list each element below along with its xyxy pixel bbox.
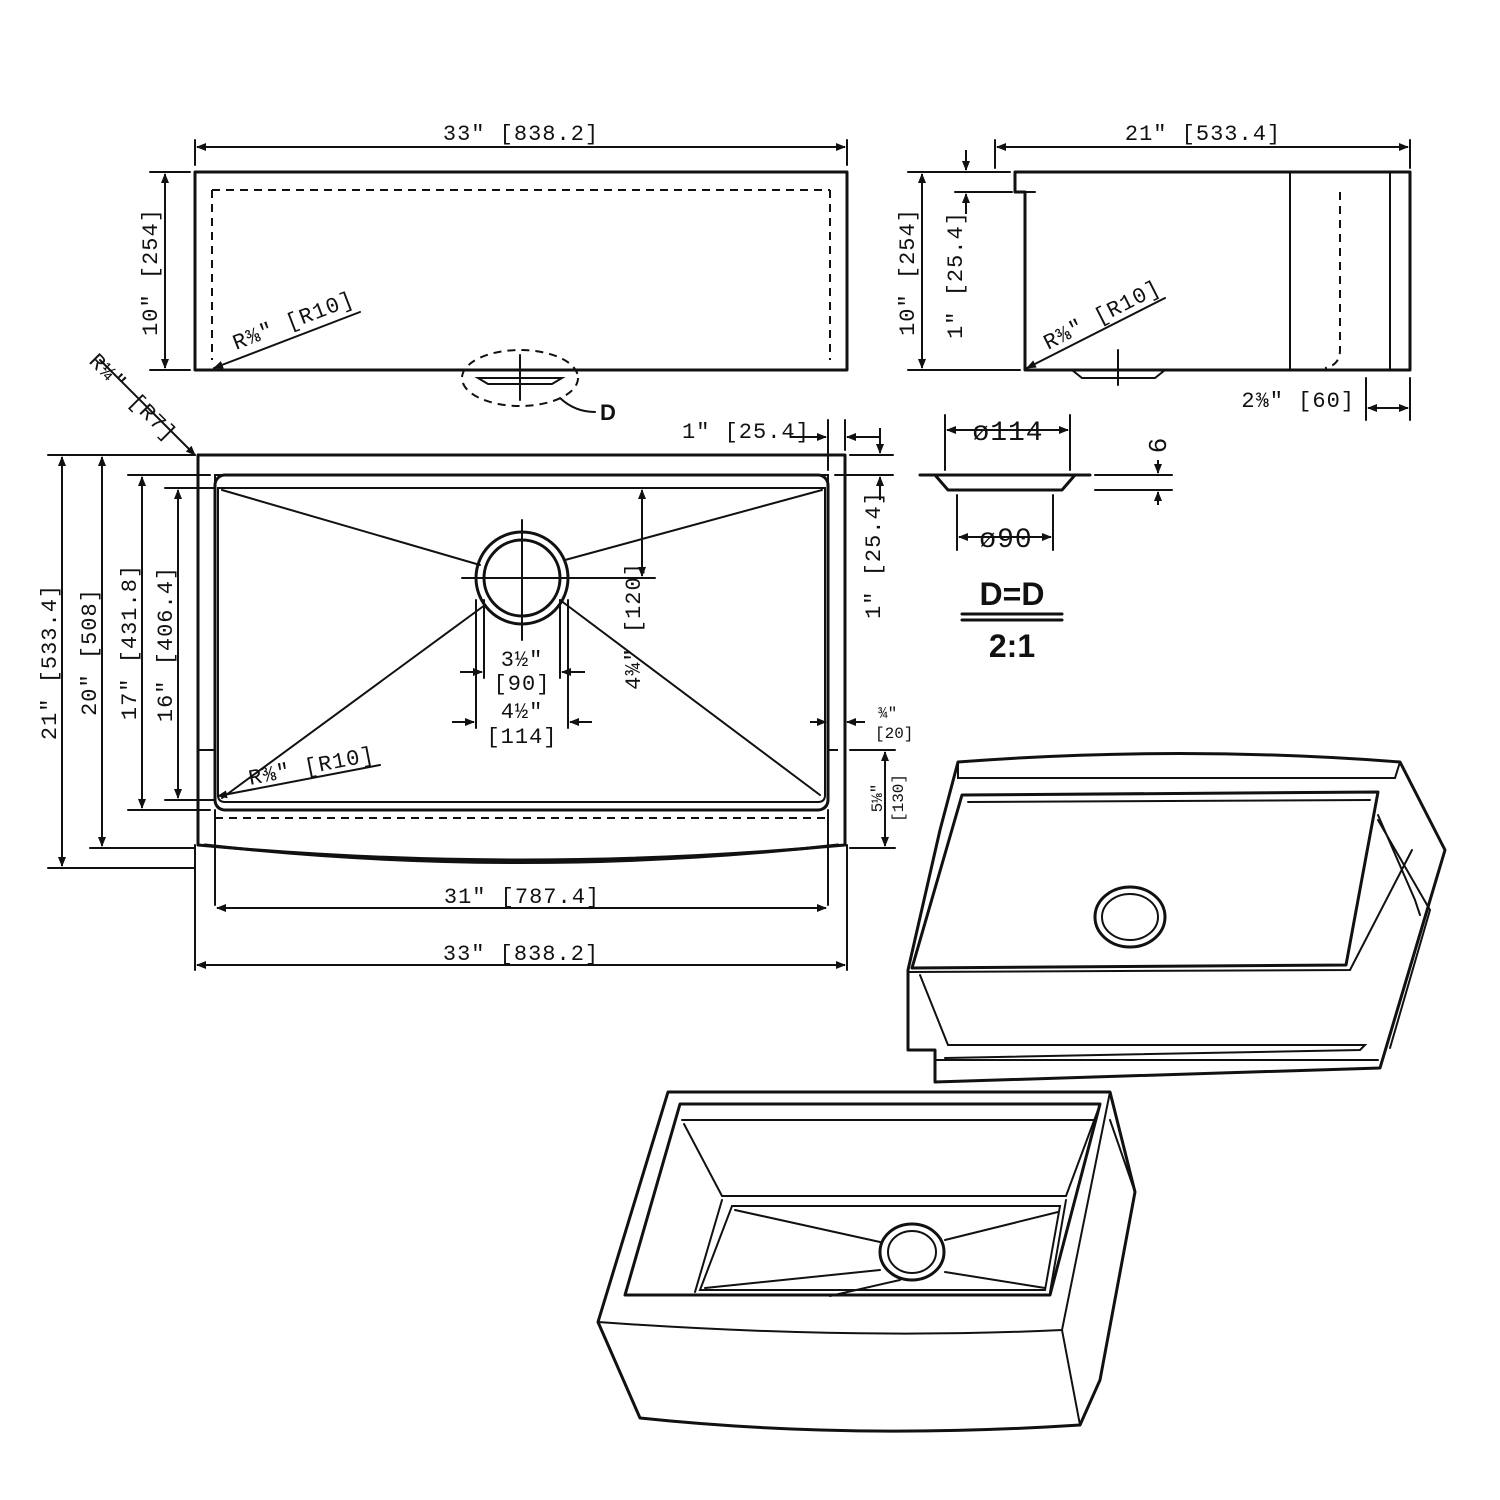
top-apron-label: 5⅛″	[869, 784, 887, 813]
front-width-label: 33″ [838.2]	[443, 122, 599, 147]
front-drain-profile	[474, 377, 566, 385]
iso-top-outline	[906, 752, 1447, 1084]
front-height-label: 10″ [254]	[139, 208, 164, 336]
section-d-ellipse	[461, 349, 579, 407]
side-apron-label: 2⅜″ [60]	[1241, 389, 1355, 414]
section-title: D=D	[980, 576, 1045, 612]
iso-top-drain-outer	[1093, 885, 1167, 949]
side-view: 21″ [533.4] 10″ [254] 1″ [25.4] R⅜″ [R10…	[896, 122, 1412, 421]
iso-top-drain-inner	[1101, 893, 1159, 941]
top-view: R¼″ [R7] 1″ [25.4] 1″ [25.4] 21″ [533.4]…	[38, 349, 913, 971]
iso-bottom-rim	[623, 1102, 1102, 1297]
top-drain-outer-label: 4½″	[501, 700, 544, 725]
top-drain-outer-mm: [114]	[486, 725, 557, 750]
side-view-outline	[1013, 170, 1412, 372]
top-depth-16-label: 16″ [406.4]	[154, 566, 179, 722]
top-depth-total-label: 21″ [533.4]	[38, 584, 63, 740]
front-view: D 33″ [838.2] 10″ [254] R⅜″ [R10]	[139, 122, 849, 425]
top-drain-inner-mm: [90]	[494, 672, 551, 697]
top-side-rim-label: 1″ [25.4]	[862, 491, 887, 619]
top-drain-offset-label: 4¾″ [120]	[622, 562, 647, 690]
isometric-view-top	[906, 752, 1447, 1084]
section-marker: D	[600, 400, 616, 425]
top-inner-width-label: 31″ [787.4]	[444, 885, 600, 910]
top-corner-radius-label: R¼″ [R7]	[83, 349, 181, 447]
drain-outer-diameter-label: ø114	[972, 418, 1043, 449]
front-view-outline	[193, 170, 849, 372]
top-depth-17-label: 17″ [431.8]	[118, 564, 143, 720]
iso-bottom-bowl	[698, 1205, 1062, 1291]
top-ledge-mm: [20]	[875, 725, 913, 743]
top-bowl-radius-label: R⅜″ [R10]	[247, 743, 377, 792]
front-radius-label: R⅜″ [R10]	[230, 287, 358, 356]
side-drain-profile	[1069, 369, 1168, 379]
side-depth-label: 21″ [533.4]	[1125, 122, 1281, 147]
side-height-label: 10″ [254]	[896, 208, 921, 336]
top-view-ledge	[213, 473, 830, 812]
drain-detail-profile	[933, 473, 1077, 492]
iso-bottom-drain-outer	[878, 1222, 946, 1282]
top-apron-mm: [130]	[890, 774, 908, 822]
iso-bottom-drain-inner	[887, 1230, 937, 1274]
isometric-view-bottom	[596, 1090, 1137, 1433]
section-d-leader	[559, 397, 596, 413]
front-radius-leader	[213, 311, 361, 369]
top-outer-width-label: 33″ [838.2]	[443, 942, 599, 967]
side-radius-label: R⅜″ [R10]	[1040, 276, 1165, 356]
side-rim-label: 1″ [25.4]	[944, 211, 969, 339]
top-ledge-label: ¾″	[878, 705, 897, 723]
scale-label: 2:1	[989, 628, 1035, 664]
iso-top-bowl-rim	[910, 790, 1380, 970]
drain-detail: ø114 ø90 6 D=D 2:1	[918, 414, 1174, 664]
side-radius-leader	[1026, 297, 1166, 369]
top-depth-20-label: 20″ [508]	[78, 588, 103, 716]
top-drain-inner-label: 3½″	[501, 648, 544, 673]
drain-depth-label: 6	[1144, 437, 1174, 454]
drain-inner-diameter-label: ø90	[979, 525, 1032, 556]
top-rim-label: 1″ [25.4]	[682, 420, 810, 445]
